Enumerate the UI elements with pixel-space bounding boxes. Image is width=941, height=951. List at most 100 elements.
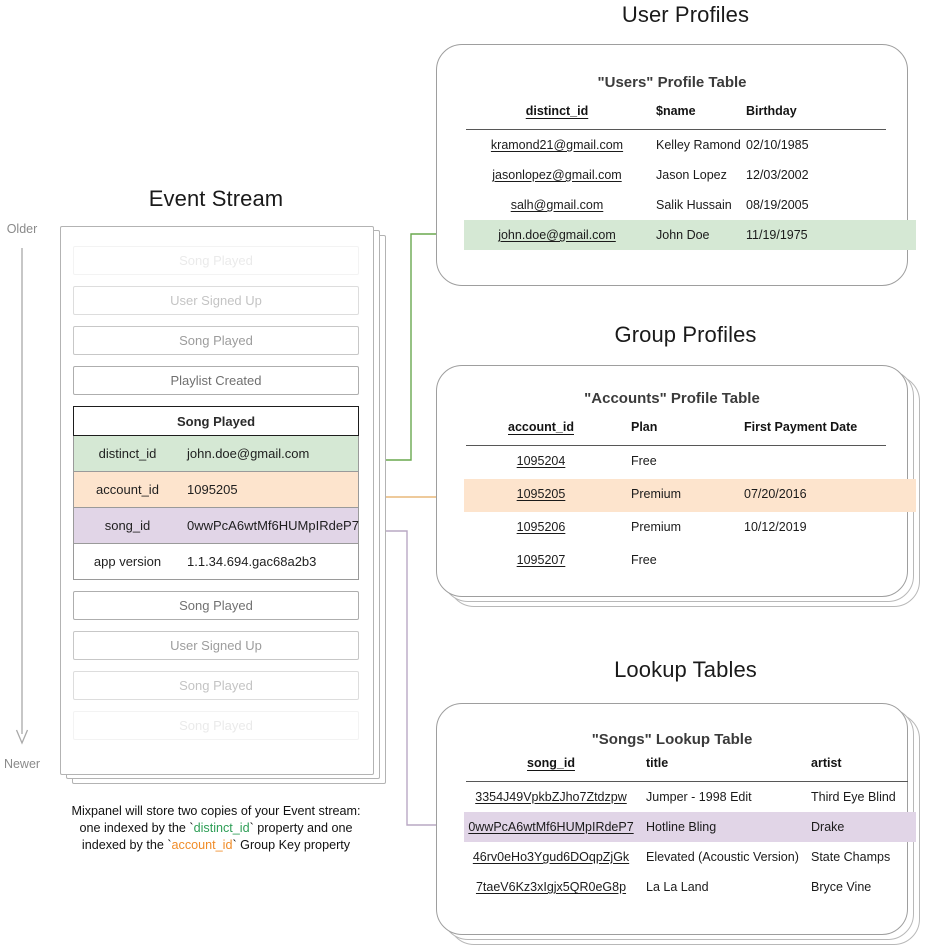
event-chip[interactable]: Song Played [73,711,359,740]
selected-event-card[interactable]: Song Played distinct_id john.doe@gmail.com… [73,406,359,580]
event-chip[interactable]: Song Played [73,326,359,355]
event-chip[interactable]: User Signed Up [73,631,359,660]
event-property-row: distinct_id john.doe@gmail.com [73,436,359,472]
event-chip-label: Song Played [179,598,253,613]
caption-keyword-account-id: account_id [171,838,233,852]
event-chip[interactable]: User Signed Up [73,286,359,315]
caption-line-1: Mixpanel will store two copies of your E… [71,804,361,818]
users-cell: Kelley Ramond [656,138,741,152]
event-chip[interactable]: Song Played [73,671,359,700]
accounts-header-rule [466,445,886,447]
table-row[interactable]: jasonlopez@gmail.com Jason Lopez 12/03/200… [466,168,886,198]
group-profiles-title: Group Profiles [614,322,757,347]
table-row[interactable]: 1095206 Premium 10/12/2019 [466,520,886,553]
accounts-cell: Premium [631,520,682,534]
lookup-tables-title: Lookup Tables [614,657,757,682]
event-property-value: 1.1.34.694.gac68a2b3 [187,554,317,569]
songs-cell: Elevated (Acoustic Version) [646,850,799,864]
user-profiles-title: User Profiles [621,2,750,27]
users-column-header: distinct_id [525,104,589,118]
users-cell: 11/19/1975 [746,228,808,242]
table-row[interactable]: kramond21@gmail.com Kelley Ramond 02/10/19… [466,138,886,168]
songs-header-row: song_id title artist [466,756,908,778]
accounts-cell: 1095205 [516,487,566,501]
table-row[interactable]: 1095205 Premium 07/20/2016 [466,487,886,520]
users-cell: jasonlopez@gmail.com [492,168,622,182]
table-row[interactable]: 46rv0eHo3Ygud6DOqpZjGk Elevated (Acoustic… [466,850,908,880]
songs-cell: La La Land [646,880,709,894]
event-chip-label: Song Played [179,718,253,733]
songs-cell: Third Eye Blind [811,790,896,804]
songs-cell: 0wwPcA6wtMf6HUMpIRdeP7 [468,820,634,834]
event-property-row: app version 1.1.34.694.gac68a2b3 [73,544,359,580]
accounts-column-header: First Payment Date [744,420,858,434]
accounts-cell: Premium [631,487,682,501]
accounts-cell: 07/20/2016 [744,487,807,501]
users-cell: 12/03/2002 [746,168,809,182]
event-chip-label: Song Played [179,253,253,268]
event-chip-label: Playlist Created [170,373,262,388]
event-chip-label: User Signed Up [170,293,262,308]
songs-column-header: artist [811,756,842,770]
event-property-key: distinct_id [98,446,157,461]
songs-column-header: song_id [527,756,575,770]
songs-cell: Jumper - 1998 Edit [646,790,752,804]
accounts-cell: 10/12/2019 [744,520,807,534]
event-property-key: song_id [104,518,151,533]
accounts-cell: 1095206 [516,520,566,534]
songs-column-header: title [646,756,669,770]
songs-cell: Hotline Bling [646,820,717,834]
event-chip-label: Song Played [179,333,253,348]
selected-event-title: Song Played [73,406,359,436]
accounts-column-header: account_id [508,420,574,434]
caption-line-2: one indexed by the `distinct_id` propert… [79,821,353,835]
caption-line-3: indexed by the `account_id` Group Key pr… [81,838,351,852]
users-cell: john.doe@gmail.com [498,228,616,242]
event-property-key: account_id [96,482,159,497]
users-header-row: distinct_id $name Birthday [466,104,886,126]
event-stream-caption: Mixpanel will store two copies of your E… [46,803,386,854]
users-cell: kramond21@gmail.com [490,138,624,152]
users-cell: 08/19/2005 [746,198,809,212]
songs-cell: 46rv0eHo3Ygud6DOqpZjGk [472,850,630,864]
accounts-column-header: Plan [631,420,658,434]
timeline-arrow-icon [12,248,32,748]
event-chip[interactable]: Playlist Created [73,366,359,395]
event-property-value: 1095205 [187,482,238,497]
users-table-title: "Users" Profile Table [597,74,747,91]
songs-row-highlight [464,812,916,842]
accounts-row-highlight [464,479,916,512]
event-chip[interactable]: Song Played [73,246,359,275]
users-row-highlight [464,220,916,250]
event-chip-label: User Signed Up [170,638,262,653]
users-column-header: $name [656,104,696,118]
table-row[interactable]: 1095207 Free [466,553,886,586]
songs-header-rule [466,781,908,783]
event-property-value: john.doe@gmail.com [187,446,310,461]
event-property-row: account_id 1095205 [73,472,359,508]
songs-cell: Bryce Vine [811,880,872,894]
accounts-table-title: "Accounts" Profile Table [584,390,760,407]
caption-keyword-distinct-id: distinct_id [193,821,250,835]
event-stream-title: Event Stream [148,186,284,211]
users-column-header: Birthday [746,104,797,118]
songs-cell: State Champs [811,850,891,864]
accounts-cell: 1095204 [516,454,566,468]
accounts-cell: 1095207 [516,553,566,567]
users-cell: 02/10/1985 [746,138,809,152]
accounts-cell: Free [631,553,657,567]
event-chip-label: Song Played [179,678,253,693]
users-cell: Jason Lopez [656,168,727,182]
event-chip[interactable]: Song Played [73,591,359,620]
timeline-label-older: Older [6,222,38,236]
users-cell: Salik Hussain [656,198,732,212]
event-property-key: app version [93,554,162,569]
